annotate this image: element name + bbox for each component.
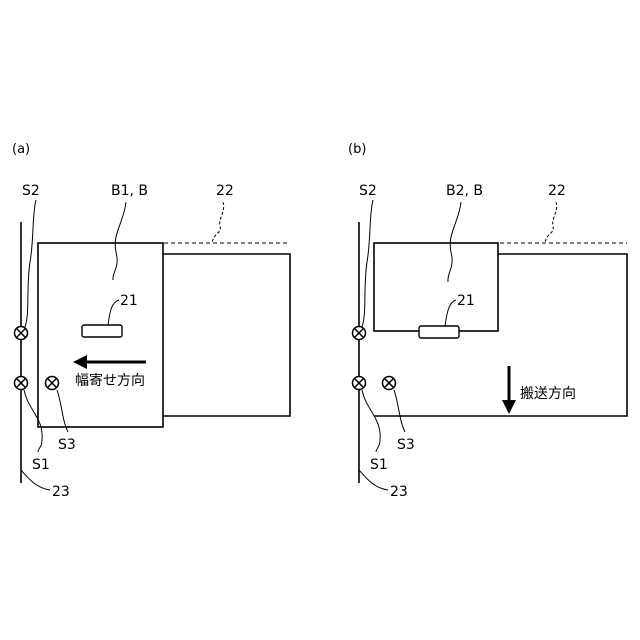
sensor-s1 [15, 377, 28, 390]
label-s1: S1 [32, 457, 50, 473]
label-23: 23 [52, 484, 70, 500]
label-21: 21 [457, 293, 475, 309]
leader-s2 [362, 200, 373, 327]
label-22: 22 [548, 183, 566, 199]
component-21 [82, 325, 122, 337]
leader-23 [21, 470, 50, 490]
leader-s3 [394, 390, 405, 432]
panel-b: (b) 搬送方向 S2 B [348, 142, 627, 500]
leader-s2 [25, 200, 36, 327]
label-board: B1, B [111, 183, 148, 199]
panel-b-caption: (b) [348, 142, 366, 157]
sensor-s2 [353, 327, 366, 340]
leader-s1 [362, 390, 380, 452]
transport-arrow-head [502, 400, 516, 414]
label-s3: S3 [397, 437, 415, 453]
transport-direction-label: 搬送方向 [520, 386, 576, 402]
leader-22 [545, 202, 557, 243]
label-s2: S2 [22, 183, 40, 199]
component-21 [419, 326, 459, 338]
label-s2: S2 [359, 183, 377, 199]
board-b2 [374, 243, 498, 331]
conveyor-outline [163, 254, 290, 416]
label-21: 21 [120, 293, 138, 309]
sensor-s1 [353, 377, 366, 390]
leader-22 [212, 202, 224, 243]
sensor-s2 [15, 327, 28, 340]
panel-a: (a) 幅寄せ方向 S2 [12, 142, 290, 500]
panel-a-caption: (a) [12, 142, 30, 157]
width-adjust-direction-label: 幅寄せ方向 [75, 372, 145, 389]
label-23: 23 [390, 484, 408, 500]
sensor-s3 [383, 377, 396, 390]
label-22: 22 [216, 183, 234, 199]
label-s3: S3 [58, 437, 76, 453]
leader-23 [359, 470, 388, 490]
label-board: B2, B [446, 183, 483, 199]
sensor-s3 [46, 377, 59, 390]
label-s1: S1 [370, 457, 388, 473]
